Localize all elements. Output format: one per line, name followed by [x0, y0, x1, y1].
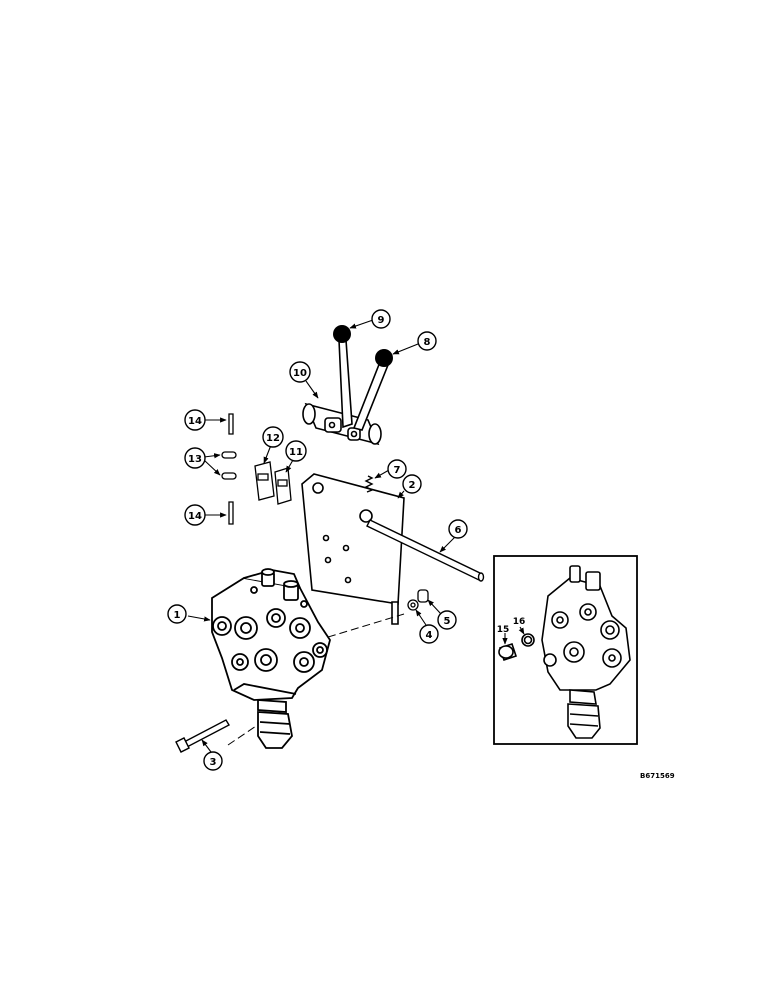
svg-text:14: 14 — [188, 511, 202, 522]
mounting-plate — [301, 473, 405, 625]
svg-text:5: 5 — [444, 616, 451, 627]
svg-text:10: 10 — [293, 368, 307, 379]
bolt-part — [175, 719, 230, 753]
inset-detail — [493, 555, 638, 745]
lever-assembly — [302, 339, 390, 446]
callout-4: 4 — [419, 624, 439, 644]
valve-body — [211, 568, 331, 749]
svg-text:6: 6 — [455, 525, 462, 536]
callout-9: 9 — [371, 309, 391, 329]
callout-8: 8 — [417, 331, 437, 351]
lever-knob-8 — [375, 349, 393, 367]
svg-text:4: 4 — [426, 630, 433, 641]
callout-14-lower: 14 — [184, 504, 206, 526]
callout-10: 10 — [289, 361, 311, 383]
nut-bushing — [407, 589, 429, 611]
inset-label-15: 15 — [497, 625, 510, 635]
callout-1: 1 — [167, 604, 187, 624]
callout-3: 3 — [203, 751, 223, 771]
callout-2: 2 — [402, 474, 422, 494]
callout-6: 6 — [448, 519, 468, 539]
callout-13: 13 — [184, 447, 206, 469]
rod-part — [366, 519, 485, 582]
svg-text:1: 1 — [174, 610, 181, 621]
callout-14-upper: 14 — [184, 409, 206, 431]
leader-lines — [187, 319, 525, 753]
svg-text:11: 11 — [289, 447, 303, 458]
svg-text:12: 12 — [266, 433, 280, 444]
callout-7: 7 — [387, 459, 407, 479]
svg-text:14: 14 — [188, 416, 202, 427]
svg-text:9: 9 — [378, 315, 385, 326]
svg-text:8: 8 — [424, 337, 431, 348]
svg-text:2: 2 — [409, 480, 416, 491]
spring-part — [364, 475, 374, 493]
reference-code: B671569 — [640, 772, 675, 780]
svg-text:7: 7 — [394, 465, 401, 476]
callout-12: 12 — [262, 426, 284, 448]
callout-11: 11 — [285, 440, 307, 462]
svg-text:13: 13 — [188, 454, 202, 465]
small-parts — [221, 413, 292, 525]
inset-label-16: 16 — [513, 617, 526, 627]
callout-5: 5 — [437, 610, 457, 630]
svg-text:3: 3 — [210, 757, 217, 768]
lever-knob-9 — [333, 325, 351, 343]
